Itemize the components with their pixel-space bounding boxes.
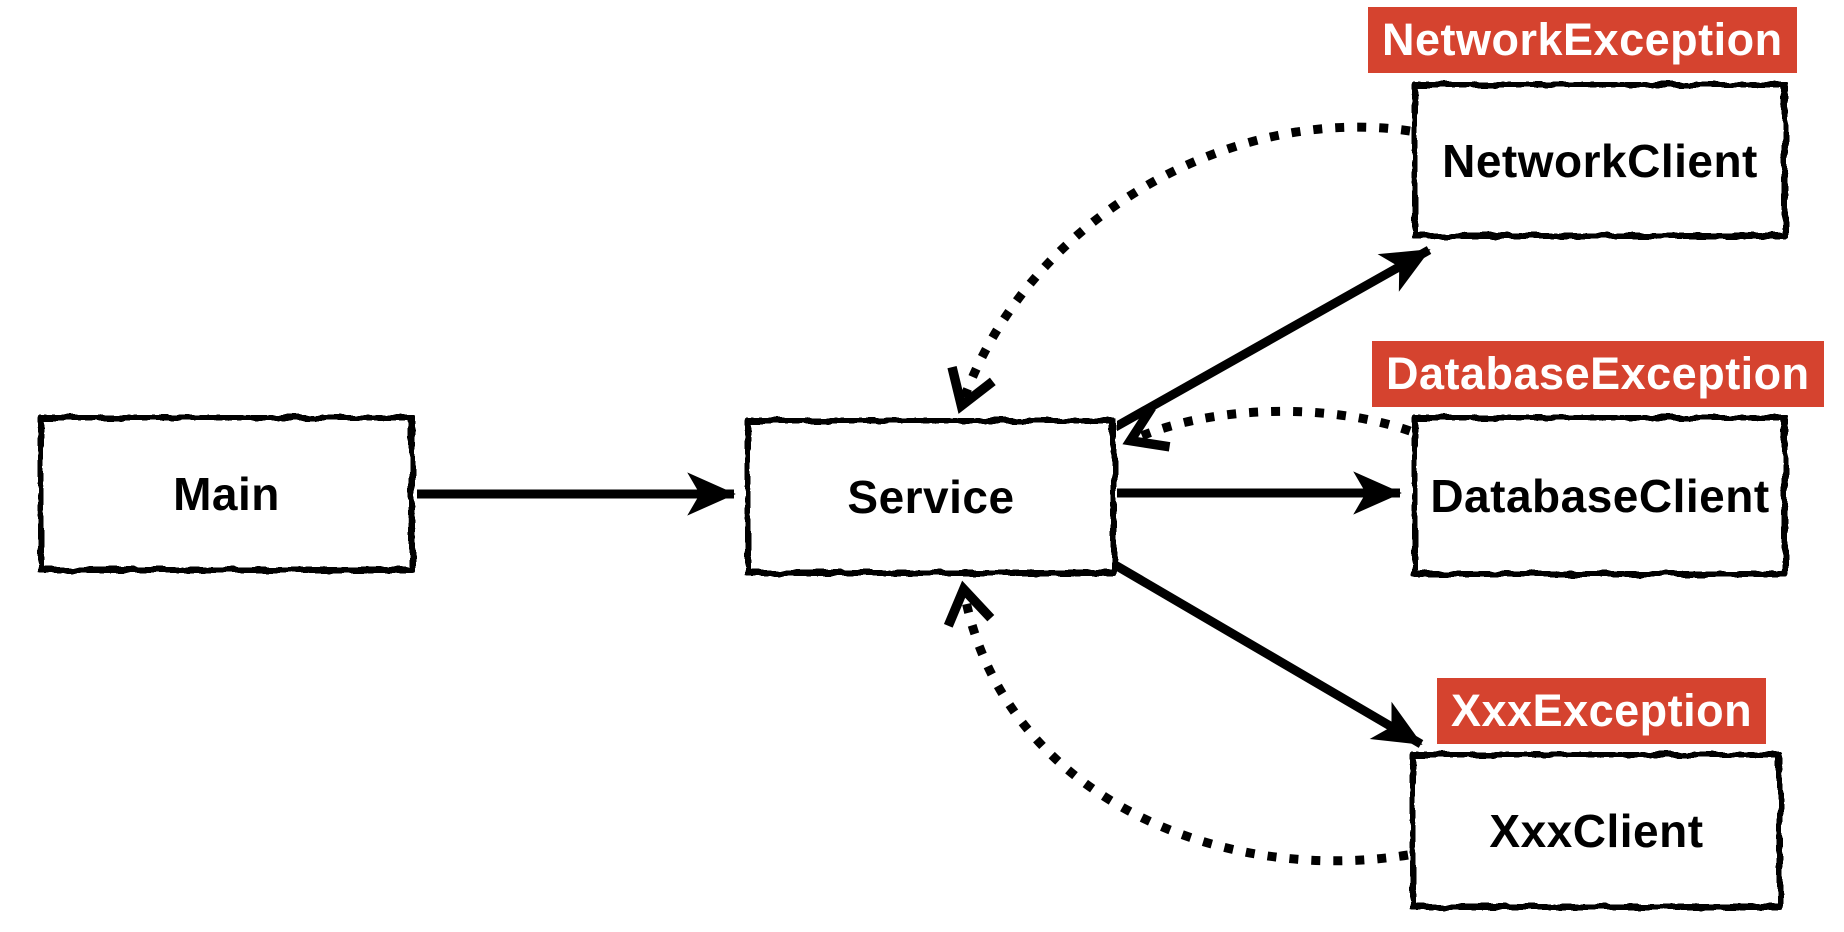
edge-network-client-to-service [947,122,1411,414]
node-main: Main [38,415,415,573]
node-xxx-client: XxxClient [1410,752,1783,910]
label-xxx-exception: XxxException [1437,678,1767,744]
edge-service-to-network-client [1107,246,1432,434]
node-xxx-client-label: XxxClient [1489,805,1704,857]
label-network-exception-text: NetworkException [1382,14,1783,65]
edge-xxx-client-to-service [943,580,1409,866]
label-database-exception: DatabaseException [1372,341,1824,407]
edge-service-to-xxx-client [1107,558,1424,748]
node-main-label: Main [173,468,280,520]
node-network-client: NetworkClient [1412,82,1788,239]
edge-database-client-to-service [1122,404,1412,452]
node-network-client-label: NetworkClient [1442,134,1758,187]
label-database-exception-text: DatabaseException [1386,348,1810,399]
node-database-client: DatabaseClient [1412,415,1788,577]
node-service-label: Service [847,471,1015,523]
node-database-client-label: DatabaseClient [1430,470,1770,522]
label-xxx-exception-text: XxxException [1451,685,1753,736]
label-network-exception: NetworkException [1368,7,1797,73]
node-service: Service [745,418,1117,576]
